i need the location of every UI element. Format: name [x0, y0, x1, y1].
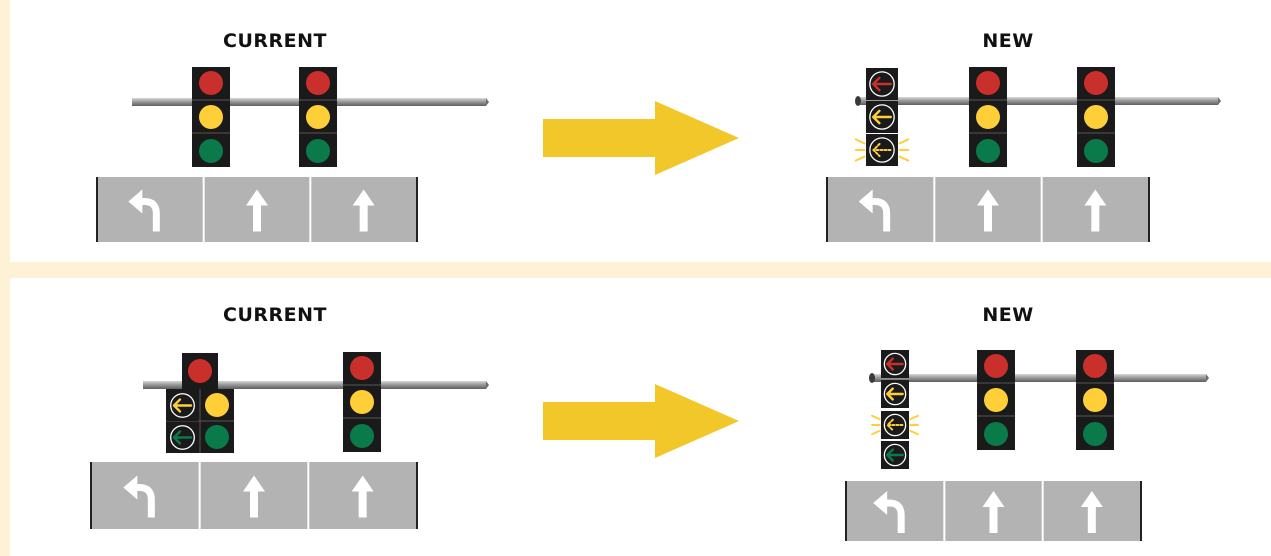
traffic-signal-head [1076, 350, 1114, 450]
yellow-left-arrow-lamp [881, 380, 909, 408]
yellow-left-arrow-lamp [167, 390, 198, 421]
traffic-signal-head [969, 67, 1007, 167]
four-section-fya-signal [856, 68, 908, 166]
mast-arm-pole [855, 96, 1221, 106]
red-left-arrow-lamp [881, 350, 909, 378]
green-left-arrow-lamp [881, 441, 909, 469]
traffic-signal-head [1077, 67, 1115, 167]
doghouse-signal [166, 353, 234, 453]
roadway-lanes [827, 177, 1149, 242]
scenario-2-transition-arrow [543, 384, 739, 458]
scenario-1-transition-arrow [543, 101, 739, 175]
mast-arm-pole [869, 373, 1209, 383]
four-section-fya-signal [872, 350, 918, 469]
traffic-signal-head [977, 350, 1015, 450]
traffic-signal-head [343, 352, 381, 452]
scenario-2-current [91, 352, 417, 529]
flashing-yellow-arrow-icon [856, 134, 908, 166]
yellow-left-arrow-lamp [866, 101, 898, 133]
scenario-1-current [97, 67, 417, 242]
red-left-arrow-lamp [866, 68, 898, 100]
roadway-lanes [91, 462, 417, 529]
scenario-1-new [827, 67, 1149, 242]
traffic-signal-head [192, 67, 230, 167]
traffic-signal-head [299, 67, 337, 167]
green-left-arrow-lamp [167, 422, 198, 453]
roadway-lanes [846, 481, 1141, 541]
flashing-yellow-arrow-icon [872, 411, 918, 439]
roadway-lanes [97, 177, 417, 242]
